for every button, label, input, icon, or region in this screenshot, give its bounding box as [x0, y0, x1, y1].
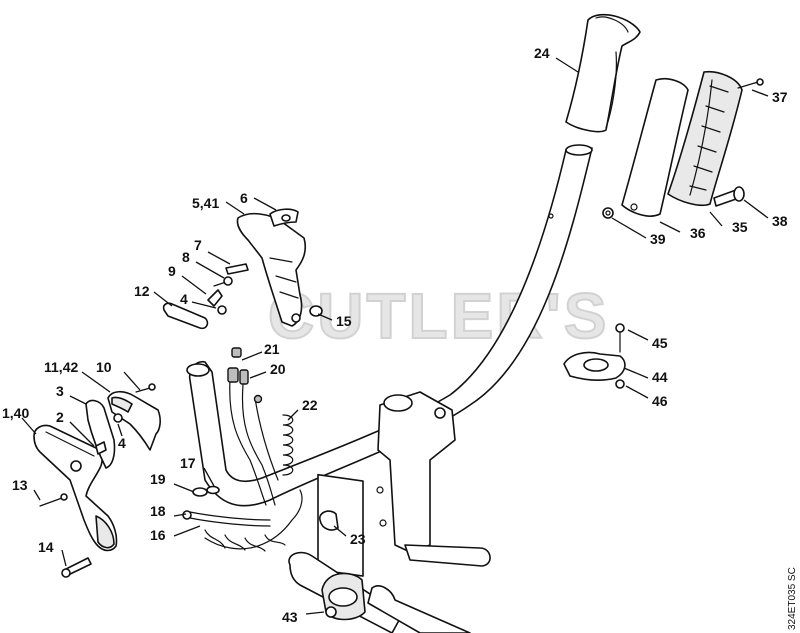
- handle-clamp: [317, 391, 491, 577]
- callout-16: 16: [150, 527, 166, 543]
- callout-17: 17: [180, 455, 196, 471]
- callout-45: 45: [652, 335, 668, 351]
- slide-12: [162, 302, 209, 330]
- callout-43: 43: [282, 609, 298, 625]
- leader-lines: [21, 57, 769, 615]
- hose-clip-23: [319, 510, 339, 531]
- callout-6: 6: [240, 190, 248, 206]
- washer-4b: [113, 413, 123, 423]
- callout-15: 15: [336, 313, 352, 329]
- pin-8: [213, 276, 233, 287]
- callout-18: 18: [150, 503, 166, 519]
- callout-8: 8: [182, 249, 190, 265]
- callout-4b: 4: [118, 435, 126, 451]
- ground-cable: [182, 485, 271, 527]
- spring-2: [95, 441, 107, 455]
- callout-36: 36: [690, 225, 706, 241]
- screw-37: [737, 78, 764, 89]
- callout-4a: 4: [180, 291, 188, 307]
- nut-46: [615, 379, 625, 389]
- callout-38: 38: [772, 213, 788, 229]
- callout-22: 22: [302, 397, 318, 413]
- callout-44: 44: [652, 369, 668, 385]
- callout-11-42: 11,42: [44, 359, 78, 375]
- drive-tube: [288, 551, 471, 633]
- lever-10: [135, 383, 156, 393]
- throttle-trigger-6: [269, 208, 299, 227]
- throttle-wires: [227, 347, 279, 506]
- callout-39: 39: [650, 231, 666, 247]
- washer-4a: [217, 305, 227, 315]
- grip-shell-35: [667, 70, 743, 207]
- callout-2: 2: [56, 409, 64, 425]
- callout-21: 21: [264, 341, 280, 357]
- callout-9: 9: [168, 263, 176, 279]
- callout-23: 23: [350, 531, 366, 547]
- throttle-cover: [107, 390, 161, 451]
- coiled-hose: [204, 414, 303, 552]
- callout-3: 3: [56, 383, 64, 399]
- clamp-43: [321, 572, 366, 621]
- callout-13: 13: [12, 477, 28, 493]
- callout-12: 12: [134, 283, 150, 299]
- callout-5-41: 5,41: [192, 195, 219, 211]
- callout-1-40: 1,40: [2, 405, 29, 421]
- screw-45: [615, 323, 625, 353]
- callout-46: 46: [652, 393, 668, 409]
- lever-9: [207, 289, 223, 307]
- trigger-lockout-3: [85, 399, 116, 469]
- plug-15: [309, 305, 323, 317]
- grip-shell-36: [621, 77, 689, 217]
- callout-10: 10: [96, 359, 112, 375]
- grip-24: [565, 13, 641, 133]
- callout-35: 35: [732, 219, 748, 235]
- bracket-44: [563, 351, 626, 381]
- callout-7: 7: [194, 237, 202, 253]
- screw-13: [39, 493, 68, 507]
- drawing-code: 324ET035 SC: [787, 567, 798, 630]
- callout-37: 37: [772, 89, 788, 105]
- callout-24: 24: [534, 45, 550, 61]
- nut-39: [602, 207, 614, 219]
- callout-20: 20: [270, 361, 286, 377]
- callout-14: 14: [38, 539, 54, 555]
- screw-38: [713, 186, 745, 207]
- callout-labels: 24 37 38 35 36 39 6 5,41 7 8 9 12 4 15 2…: [2, 45, 788, 625]
- spring-7: [225, 263, 249, 275]
- screw-14: [61, 557, 92, 578]
- callout-19: 19: [150, 471, 166, 487]
